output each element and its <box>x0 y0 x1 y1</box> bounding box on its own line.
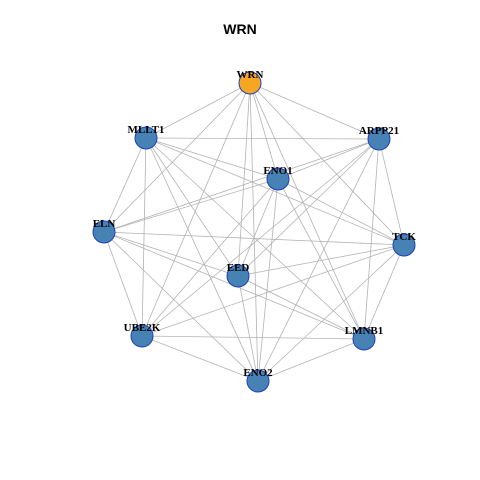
node-circle <box>238 71 262 95</box>
node-lmnb1: LMNB1 <box>345 325 384 351</box>
node-eln: ELN <box>92 218 116 244</box>
edge-tck-ube2k <box>141 244 405 337</box>
edge-mllt1-eln <box>103 137 147 233</box>
node-eno1: ENO1 <box>263 165 293 191</box>
node-mllt1: MLLT1 <box>128 124 165 150</box>
edge-tck-eno2 <box>257 244 405 382</box>
node-eno2: ENO2 <box>243 367 273 393</box>
edge-arpp21-tck <box>378 138 405 246</box>
node-eed: EED <box>226 262 250 288</box>
node-arpp21: ARPP21 <box>359 125 399 151</box>
edge-eln-eed <box>103 231 239 277</box>
node-circle <box>352 327 376 351</box>
node-label: EED <box>227 262 250 274</box>
node-wrn: WRN <box>237 69 264 95</box>
edge-layer <box>103 82 405 382</box>
node-label: ENO2 <box>243 367 273 379</box>
edge-eno1-eln <box>103 178 279 233</box>
edge-mllt1-ube2k <box>141 137 147 337</box>
edge-wrn-eno1 <box>249 82 279 180</box>
edge-wrn-mllt1 <box>145 82 251 139</box>
node-circle <box>266 167 290 191</box>
edge-mllt1-eed <box>145 137 239 277</box>
edge-eln-eno2 <box>103 231 259 382</box>
edge-arpp21-eno1 <box>277 138 380 180</box>
node-label: WRN <box>237 69 264 81</box>
edge-wrn-eno2 <box>249 82 259 382</box>
node-circle <box>92 220 116 244</box>
edge-eno1-tck <box>277 178 405 246</box>
graph-title: WRN <box>223 21 257 37</box>
edge-wrn-eed <box>237 82 251 277</box>
node-label: LMNB1 <box>345 325 384 337</box>
edge-tck-eed <box>237 244 405 277</box>
node-ube2k: UBE2K <box>124 322 161 348</box>
edge-eno1-eed <box>237 178 279 277</box>
edge-wrn-arpp21 <box>249 82 380 140</box>
edge-lmnb1-eno2 <box>257 338 365 382</box>
edge-wrn-tck <box>249 82 405 246</box>
node-label: ENO1 <box>263 165 292 177</box>
edge-mllt1-tck <box>145 137 405 246</box>
edge-mllt1-eno2 <box>145 137 259 382</box>
edge-eln-ube2k <box>103 231 143 337</box>
edge-wrn-eln <box>103 82 251 233</box>
edge-arpp21-eed <box>237 138 380 277</box>
edge-eed-lmnb1 <box>237 275 365 340</box>
node-tck: TCK <box>392 231 416 257</box>
node-label: MLLT1 <box>128 124 165 136</box>
node-circle <box>392 233 416 257</box>
node-circle <box>367 127 391 151</box>
node-label: UBE2K <box>124 322 161 334</box>
edge-arpp21-lmnb1 <box>363 138 380 340</box>
node-circle <box>134 126 158 150</box>
edge-arpp21-eno2 <box>257 138 380 382</box>
edge-wrn-lmnb1 <box>249 82 365 340</box>
edge-arpp21-ube2k <box>141 138 380 337</box>
edge-arpp21-eln <box>103 138 380 233</box>
edge-eed-eno2 <box>237 275 259 382</box>
edge-ube2k-lmnb1 <box>141 335 365 340</box>
edge-wrn-ube2k <box>141 82 251 337</box>
edge-ube2k-eno2 <box>141 335 259 382</box>
edge-eno1-lmnb1 <box>277 178 365 340</box>
edge-eno1-ube2k <box>141 178 279 337</box>
edge-mllt1-eno1 <box>145 137 279 180</box>
edge-tck-lmnb1 <box>363 244 405 340</box>
node-circle <box>246 369 270 393</box>
node-label: ELN <box>93 218 116 230</box>
edge-mllt1-arpp21 <box>145 137 380 140</box>
node-label: ARPP21 <box>359 125 399 137</box>
edge-eln-tck <box>103 231 405 246</box>
node-circle <box>226 264 250 288</box>
node-label: TCK <box>392 231 416 243</box>
node-circle <box>130 324 154 348</box>
edge-eno1-eno2 <box>257 178 279 382</box>
